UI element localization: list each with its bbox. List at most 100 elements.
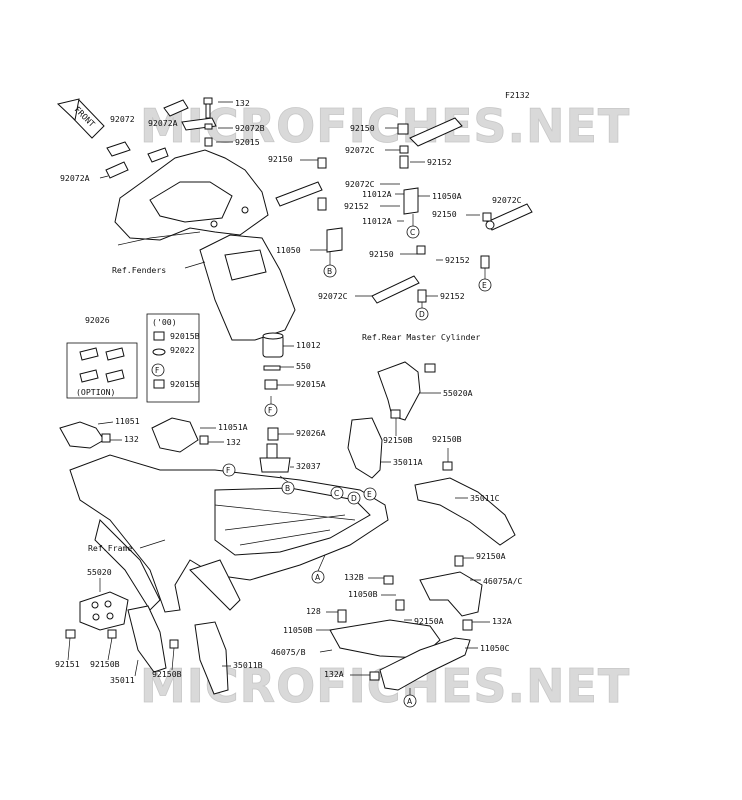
label-55020: 55020: [87, 567, 112, 577]
ref-frame: Ref.Frame: [88, 543, 132, 553]
diagram-code: F2132: [505, 90, 530, 100]
label-11012: 11012: [296, 340, 321, 350]
svg-text:D: D: [419, 310, 425, 319]
strap-group-top-right: [275, 117, 533, 304]
label-92015a: 92015A: [296, 379, 326, 389]
label-132b-a: 132B: [344, 572, 364, 582]
label-550: 550: [296, 361, 311, 371]
svg-text:A: A: [315, 573, 321, 582]
label-92151: 92151: [55, 659, 80, 669]
label-92072b: 92072B: [235, 123, 265, 133]
label-132a-a: 132A: [492, 616, 512, 626]
label-132-b: 132: [124, 434, 139, 444]
label-92026: 92026: [85, 315, 110, 325]
callout-markers: A A B B C C D D E E F F F: [151, 214, 492, 708]
ref-rear-master: Ref.Rear Master Cylinder: [362, 332, 480, 342]
svg-text:F: F: [226, 466, 230, 475]
label-35011: 35011: [110, 675, 135, 685]
label-92150b-a: 92150B: [383, 435, 413, 445]
label-11050: 11050: [276, 245, 301, 255]
svg-text:C: C: [334, 489, 339, 498]
svg-text:E: E: [367, 490, 372, 499]
label-55020a: 55020A: [443, 388, 473, 398]
ref-fenders: Ref.Fenders: [112, 265, 166, 275]
label-92150b-b: 92150B: [432, 434, 462, 444]
label-92152-a: 92152: [427, 157, 452, 167]
callout-d-1: D: [415, 307, 429, 321]
label-92072c-b: 92072C: [345, 179, 375, 189]
label-92072c-c: 92072C: [492, 195, 522, 205]
callout-b-1: B: [323, 264, 337, 278]
label-11050b-a: 11050B: [348, 589, 378, 599]
callout-f-3: F: [222, 463, 236, 477]
center-stack: 11012 550 92015A 92026A 32037: [259, 332, 326, 473]
svg-text:F: F: [155, 366, 159, 375]
callout-d-2: D: [347, 491, 361, 505]
label-92150a-b: 92150A: [414, 616, 444, 626]
label-132: 132: [235, 98, 250, 108]
svg-text:E: E: [482, 281, 487, 290]
label-35011a: 35011A: [393, 457, 423, 467]
label-11012a-b: 11012A: [362, 216, 392, 226]
label-92150a-a: 92150A: [476, 551, 506, 561]
label-92150b-c: 92150B: [90, 659, 120, 669]
svg-text:D: D: [351, 494, 357, 503]
label-46075-b: 46075/B: [271, 647, 306, 657]
callout-f-2: F: [264, 403, 278, 417]
label-11012a-a: 11012A: [362, 189, 392, 199]
rear-footrest-right: Ref.Rear Master Cylinder 55020A 92150B 3…: [347, 332, 516, 546]
label-92152-d: 92152: [440, 291, 465, 301]
label-92015b-a: 92015B: [170, 331, 200, 341]
label-11050c: 11050C: [480, 643, 510, 653]
callout-e-2: E: [363, 487, 377, 501]
callout-a-1: A: [311, 570, 325, 584]
label-92022: 92022: [170, 345, 195, 355]
label-35011c: 35011C: [470, 493, 500, 503]
year-label: ('00): [152, 317, 177, 327]
label-92072: 92072: [110, 114, 135, 124]
label-92015b-b: 92015B: [170, 379, 200, 389]
label-128: 128: [306, 606, 321, 616]
label-46075a-c: 46075A/C: [483, 576, 523, 586]
label-35011b: 35011B: [233, 660, 263, 670]
label-132a-b: 132A: [324, 669, 344, 679]
label-11050a: 11050A: [432, 191, 462, 201]
label-92150-a: 92150: [350, 123, 375, 133]
fender-assembly: [114, 149, 296, 341]
callout-e-1: E: [478, 278, 492, 292]
label-92015: 92015: [235, 137, 260, 147]
lower-right-parts: 92150A 132B 46075A/C 11050B 128 11050B 9…: [271, 551, 523, 691]
svg-text:A: A: [407, 697, 413, 706]
frame-assembly: Ref.Frame: [69, 454, 389, 613]
bolt-132-top: [203, 97, 213, 147]
label-132-c: 132: [226, 437, 241, 447]
label-92150-d: 92150: [369, 249, 394, 259]
svg-text:B: B: [327, 267, 332, 276]
svg-text:F: F: [268, 406, 272, 415]
callout-b-2: B: [281, 481, 295, 495]
label-92072a: 92072A: [148, 118, 178, 128]
label-92150-b: 92150: [268, 154, 293, 164]
footrest-left: 55020 92151 92150B 35011 92150B 35011B: [55, 567, 263, 695]
year-kit-box: ('00) 92015B 92022 92015B: [146, 313, 200, 403]
label-92152-b: 92152: [344, 201, 369, 211]
callout-a-2: A: [403, 694, 417, 708]
label-92150-c: 92150: [432, 209, 457, 219]
callout-f-1: F: [151, 363, 165, 377]
svg-text:B: B: [285, 484, 290, 493]
label-92152-c: 92152: [445, 255, 470, 265]
label-92072a-2: 92072A: [60, 173, 90, 183]
watermark-top: MICROFICHES.NET: [140, 99, 630, 153]
label-92026a: 92026A: [296, 428, 326, 438]
label-11051a: 11051A: [218, 422, 248, 432]
option-label: (OPTION): [76, 387, 115, 397]
option-kit-box: (OPTION) 92026: [66, 315, 138, 399]
label-11050b-b: 11050B: [283, 625, 313, 635]
callout-c-2: C: [330, 486, 344, 500]
svg-text:C: C: [410, 228, 415, 237]
label-92072c-a: 92072C: [345, 145, 375, 155]
label-32037: 32037: [296, 461, 321, 471]
brackets-left: 11051 132 11051A 132: [59, 416, 248, 453]
label-92072c-d: 92072C: [318, 291, 348, 301]
